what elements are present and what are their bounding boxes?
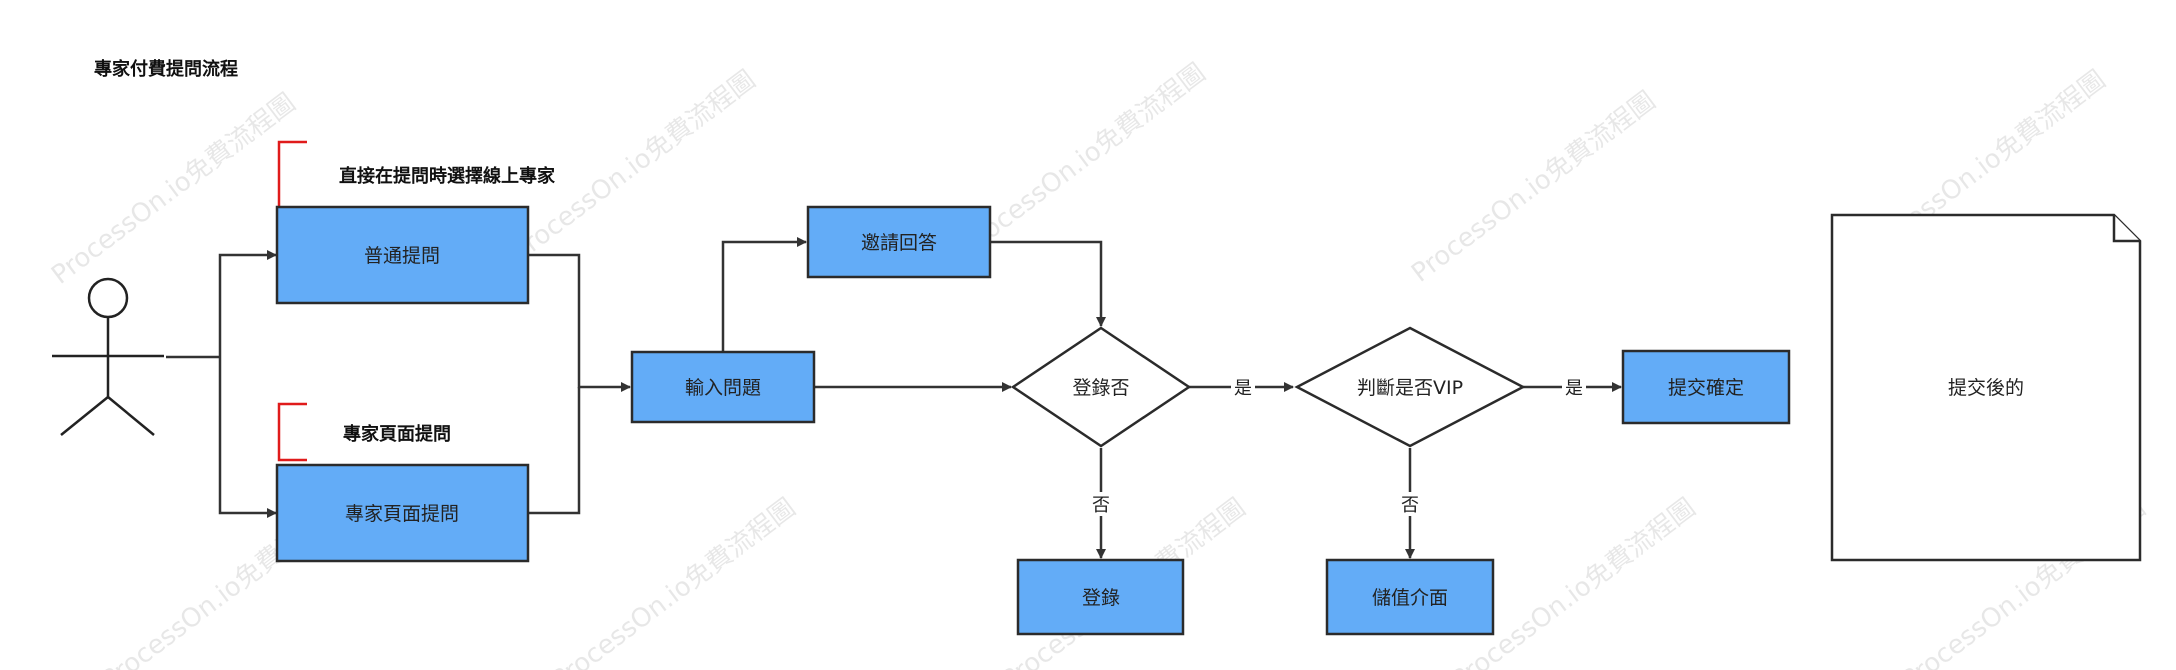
node-normal-ask[interactable]: 普通提問 — [275, 205, 530, 305]
node-label: 提交後的 — [1948, 377, 2024, 399]
node-vip-decision[interactable]: 判斷是否VIP — [1294, 326, 1526, 448]
node-label: 輸入問題 — [685, 377, 761, 399]
note-expert-page: 專家頁面提問 — [343, 423, 451, 445]
edge-normal-to-input — [528, 253, 631, 392]
watermark: ProcessOn.io免費流程圖 — [1406, 86, 1661, 289]
edge-expert-to-input — [528, 387, 581, 515]
note-bracket-direct-ask — [277, 140, 307, 210]
node-label: 判斷是否VIP — [1357, 377, 1463, 399]
note-bracket-expert-page — [277, 402, 307, 462]
node-invite-answer[interactable]: 邀請回答 — [806, 205, 992, 279]
node-logged-in-decision[interactable]: 登錄否 — [1010, 326, 1192, 448]
node-expert-page-ask[interactable]: 專家頁面提問 — [275, 463, 530, 563]
edge-labels: 是 是 否 否 — [1089, 375, 1586, 516]
watermark: ProcessOn.io免費流程圖 — [46, 88, 301, 291]
node-label: 邀請回答 — [861, 232, 937, 254]
edges — [166, 237, 1622, 559]
node-label: 登錄否 — [1072, 377, 1129, 399]
node-submit-confirm[interactable]: 提交確定 — [1621, 349, 1791, 425]
watermark: ProcessOn.io免費流程圖 — [546, 493, 801, 670]
node-input-question[interactable]: 輸入問題 — [630, 350, 816, 424]
edge-label-no: 否 — [1401, 495, 1419, 516]
node-login[interactable]: 登錄 — [1016, 558, 1185, 636]
node-label: 提交確定 — [1668, 377, 1744, 399]
watermark: ProcessOn.io免費流程圖 — [956, 58, 1211, 261]
node-label: 登錄 — [1082, 587, 1120, 609]
node-label: 儲值介面 — [1372, 587, 1448, 609]
user-actor-icon — [52, 277, 164, 436]
node-after-submit-document[interactable]: 提交後的 — [1830, 213, 2142, 562]
edge-to-normal-ask — [218, 250, 277, 357]
edge-input-to-invite — [721, 237, 807, 352]
edge-label-yes: 是 — [1234, 378, 1252, 399]
edge-label-no: 否 — [1092, 495, 1110, 516]
edge-invite-to-logged-in — [990, 240, 1106, 327]
node-topup[interactable]: 儲值介面 — [1325, 558, 1495, 636]
edge-label-yes: 是 — [1565, 378, 1583, 399]
node-label: 普通提問 — [364, 245, 440, 267]
note-direct-ask: 直接在提問時選擇線上專家 — [339, 165, 556, 187]
edge-to-expert-page-ask — [218, 357, 277, 518]
node-label: 專家頁面提問 — [345, 503, 459, 525]
diagram-title: 專家付費提問流程 — [94, 58, 238, 80]
